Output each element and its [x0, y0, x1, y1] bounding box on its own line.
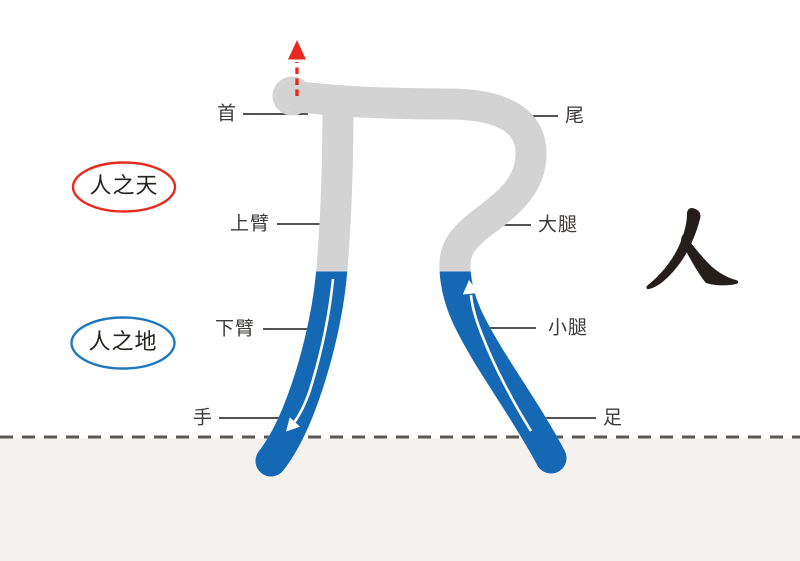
- head-label: 首: [216, 102, 237, 125]
- pictograph-lower-strokes: [255, 271, 567, 477]
- ren-right-falling-stroke: [681, 234, 739, 286]
- ren-left-falling-stroke: [646, 208, 701, 290]
- foot-label: 足: [603, 406, 624, 429]
- ren-character-glyph: [646, 208, 739, 290]
- earth-badge-label: 人之地: [88, 330, 158, 355]
- forearm-label: 下臂: [214, 317, 255, 340]
- lower-leg-direction-line: [469, 294, 533, 432]
- upward-arrow-head: [288, 40, 306, 60]
- heaven-badge-oval: [71, 161, 177, 213]
- forearm-direction-line: [291, 278, 335, 425]
- upward-heaven-arrow: [288, 40, 306, 96]
- lower-leg-label: 小腿: [548, 316, 589, 339]
- thigh-label: 大腿: [538, 213, 579, 236]
- ground-band: [0, 438, 800, 561]
- earth-badge-oval: [70, 316, 176, 370]
- forearm-stroke: [255, 271, 348, 477]
- upper-arm-label: 上臂: [229, 212, 270, 235]
- heaven-badge-label: 人之天: [89, 174, 159, 199]
- lower-leg-stroke: [439, 271, 567, 474]
- hand-label: 手: [192, 406, 213, 429]
- stroke-direction-arrows: [286, 278, 533, 432]
- forearm-direction-arrowhead: [286, 417, 300, 432]
- tail-label: 尾: [565, 104, 586, 127]
- lower-leg-direction-arrowhead: [462, 280, 479, 295]
